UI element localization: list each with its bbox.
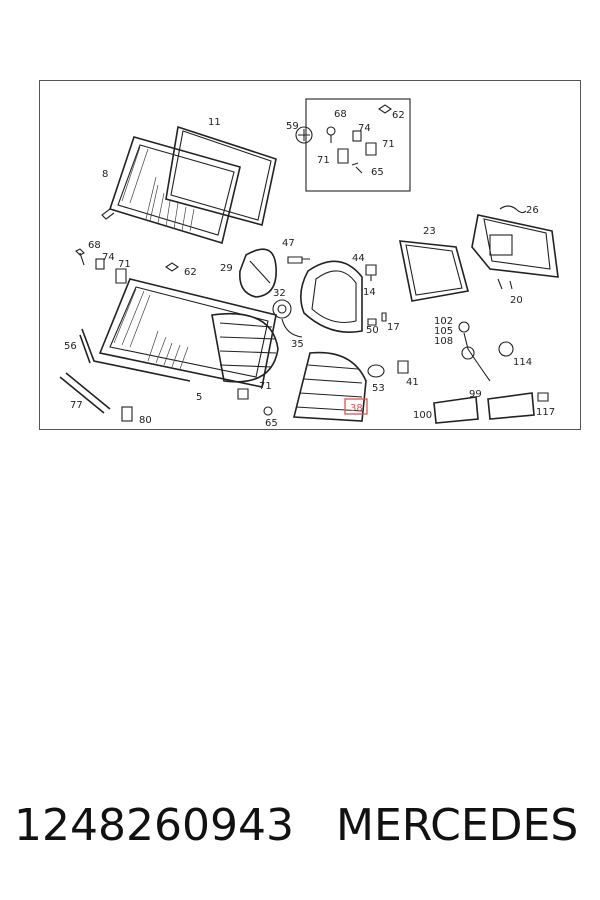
part-71-clip [337, 148, 349, 164]
headlight-exploded-view: 11 59 68 62 74 71 71 65 8 26 23 68 74 71… [59, 98, 559, 429]
part-26-spring [499, 205, 527, 214]
part-80-clip [121, 406, 133, 422]
part-62-clip [378, 104, 392, 114]
callout-105: 105 [434, 326, 453, 337]
part-114-grommet [498, 341, 514, 357]
callout-114: 114 [513, 357, 532, 368]
part-35-wire [281, 318, 303, 338]
callout-17: 17 [387, 322, 400, 333]
callout-71-b: 71 [317, 155, 330, 166]
callout-56: 56 [64, 341, 77, 352]
callout-11: 11 [208, 117, 221, 128]
callout-41: 41 [406, 377, 419, 388]
part-29-reflector-mount [239, 248, 277, 298]
fastener-inset-box [305, 98, 411, 192]
callout-68-b: 68 [88, 240, 101, 251]
part-100-fog-lamp [433, 396, 479, 424]
callout-99: 99 [469, 389, 482, 400]
callout-8: 8 [102, 169, 108, 180]
part-38-highlight-box [344, 398, 368, 415]
callout-68: 68 [334, 109, 347, 120]
part-71-clip-d [237, 388, 249, 400]
callout-71: 71 [382, 139, 395, 150]
callout-65-b: 65 [265, 418, 278, 429]
callout-102: 102 [434, 316, 453, 327]
callout-108: 108 [434, 336, 453, 347]
part-14-reflector [300, 260, 363, 333]
part-74-nut-b [95, 258, 105, 270]
callout-14: 14 [363, 287, 376, 298]
callout-32: 32 [273, 288, 286, 299]
callout-50: 50 [366, 325, 379, 336]
part-62-clip-b [165, 262, 179, 272]
part-71-clip-c [115, 268, 127, 284]
part-8-headlight-housing [101, 136, 241, 245]
callout-47: 47 [282, 238, 295, 249]
part-23-seal [399, 240, 470, 302]
callout-71-c: 71 [118, 259, 131, 270]
part-53-bulb [367, 364, 385, 378]
callout-77: 77 [70, 400, 83, 411]
part-47-bulb [287, 256, 310, 264]
callout-29: 29 [220, 263, 233, 274]
callout-26: 26 [526, 205, 539, 216]
part-5-headlamp-unit [98, 278, 279, 388]
callout-59: 59 [286, 121, 299, 132]
part-65-screw-b [263, 406, 273, 416]
part-59-cover [295, 126, 313, 144]
part-65-screw [351, 162, 363, 174]
callout-5: 5 [196, 392, 202, 403]
part-50-bulb [367, 318, 377, 326]
part-32-socket [272, 299, 292, 319]
callout-80: 80 [139, 415, 152, 426]
callout-53: 53 [372, 383, 385, 394]
callout-38: 38 [350, 403, 363, 414]
part-68-screw [326, 126, 336, 136]
callout-71-d: 71 [259, 381, 272, 392]
part-38-indicator-lens [292, 351, 367, 422]
callout-20: 20 [510, 295, 523, 306]
callout-35: 35 [291, 339, 304, 350]
callout-74-b: 74 [102, 252, 115, 263]
part-77-trim [59, 372, 111, 414]
part-number: 1248260943 [14, 800, 294, 851]
callout-23: 23 [423, 226, 436, 237]
part-68-screw-b [75, 248, 85, 266]
part-102-connector [458, 321, 470, 333]
part-99-fog-lamp [487, 392, 535, 420]
part-74-nut [352, 130, 362, 142]
callout-74: 74 [358, 123, 371, 134]
part-56-bracket [79, 328, 191, 382]
callout-62-b: 62 [184, 267, 197, 278]
part-44-bulb [365, 264, 377, 281]
part-17-bulb [381, 312, 387, 322]
part-20-fog-housing [471, 214, 559, 290]
part-11-headlight-glass [165, 125, 277, 226]
part-71-clip-b [365, 142, 377, 156]
callout-117: 117 [536, 407, 555, 418]
brand-name: MERCEDES [336, 800, 579, 851]
callout-100: 100 [413, 410, 432, 421]
fog-wiring [463, 332, 491, 382]
parts-diagram: 11 59 68 62 74 71 71 65 8 26 23 68 74 71… [39, 80, 581, 430]
callout-62: 62 [392, 110, 405, 121]
part-41-socket [397, 360, 409, 374]
part-117-bulb [537, 392, 549, 402]
callout-65: 65 [371, 167, 384, 178]
callout-44: 44 [352, 253, 365, 264]
